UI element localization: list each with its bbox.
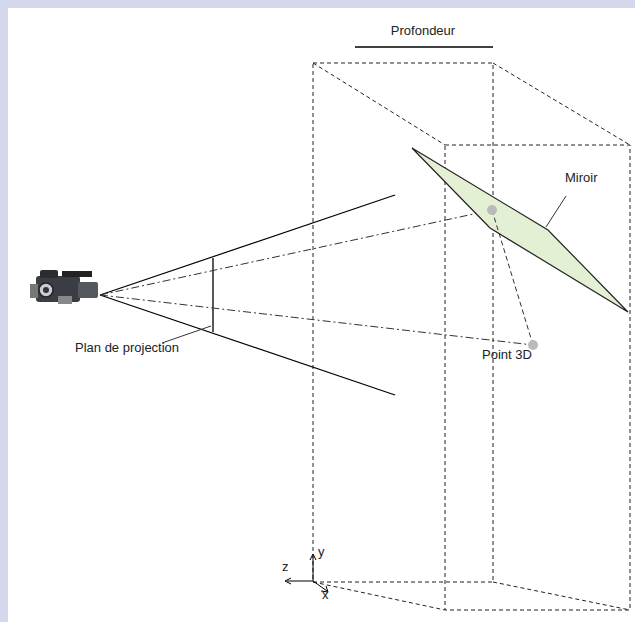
axis-label: y <box>318 544 325 559</box>
mirror-label: Miroir <box>565 170 598 185</box>
depth-label: Profondeur <box>391 23 455 38</box>
camera-icon <box>30 270 98 304</box>
point-label: Point 3D <box>482 347 532 362</box>
projection-plane-label: Plan de projection <box>75 340 179 355</box>
background-panel <box>8 8 635 622</box>
axis-label: x <box>322 587 329 602</box>
axis-label: z <box>282 559 289 574</box>
